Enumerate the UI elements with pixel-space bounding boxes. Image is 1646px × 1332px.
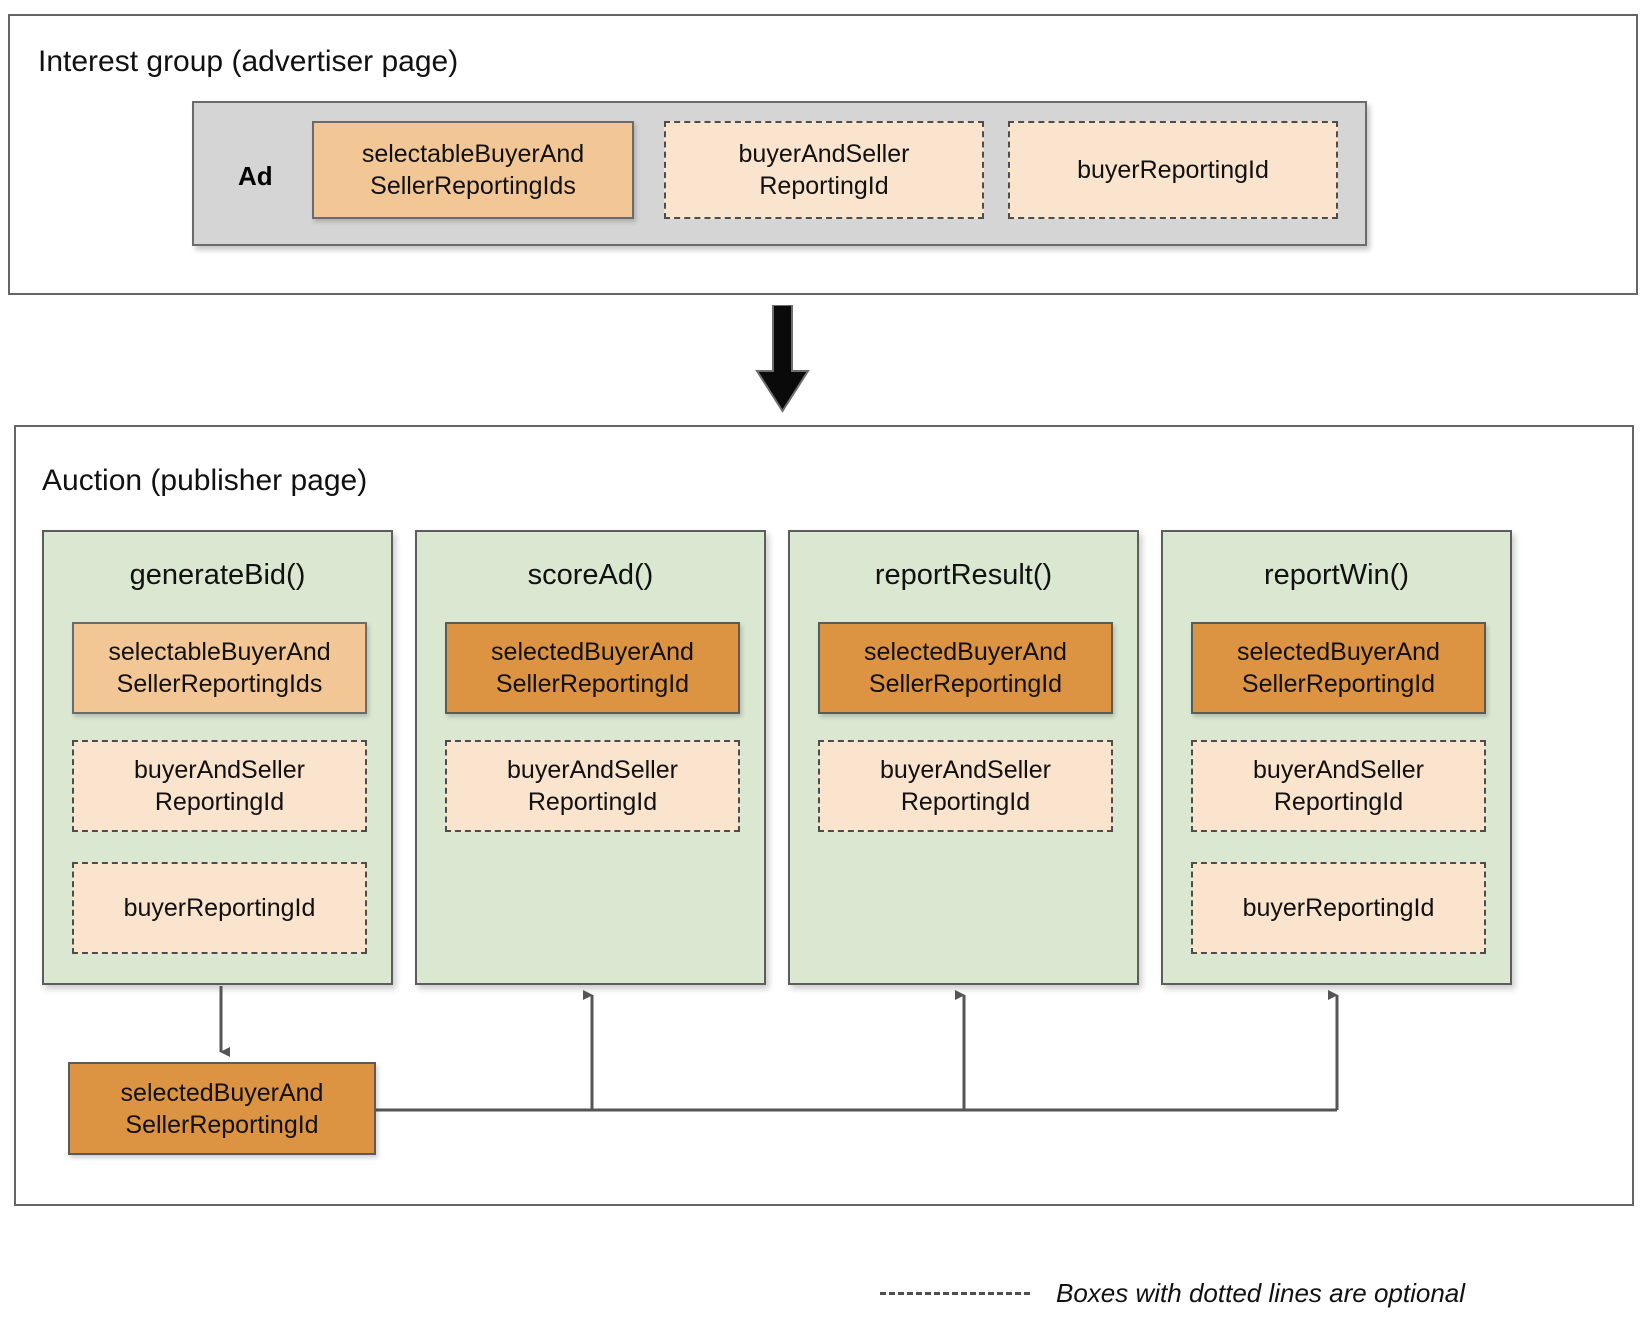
dashed-line-icon: [880, 1292, 1030, 1295]
function-column-generatebid: generateBid() selectableBuyerAnd SellerR…: [42, 530, 393, 985]
reportwin-chip-selected-buyer-and-seller-reporting-id: selectedBuyerAnd SellerReportingId: [1191, 622, 1486, 714]
auction-title: Auction (publisher page): [42, 464, 368, 497]
result-box-selected-buyer-and-seller-reporting-id: selectedBuyerAnd SellerReportingId: [68, 1062, 376, 1155]
reportresult-chip-buyer-and-seller-reporting-id: buyerAndSeller ReportingId: [818, 740, 1113, 832]
function-name-generatebid: generateBid(): [129, 559, 306, 591]
function-column-scoread: scoreAd() selectedBuyerAnd SellerReporti…: [415, 530, 766, 985]
function-column-reportresult: reportResult() selectedBuyerAnd SellerRe…: [788, 530, 1139, 985]
reportwin-chip-buyer-and-seller-reporting-id: buyerAndSeller ReportingId: [1191, 740, 1486, 832]
reportresult-chip-selected-buyer-and-seller-reporting-id: selectedBuyerAnd SellerReportingId: [818, 622, 1113, 714]
function-name-reportresult: reportResult(): [874, 559, 1053, 591]
generatebid-chip-buyer-and-seller-reporting-id: buyerAndSeller ReportingId: [72, 740, 367, 832]
reportwin-chip-buyer-reporting-id: buyerReportingId: [1191, 862, 1486, 954]
legend-text: Boxes with dotted lines are optional: [1056, 1278, 1466, 1308]
function-name-reportwin: reportWin(): [1263, 559, 1409, 591]
scoread-chip-buyer-and-seller-reporting-id: buyerAndSeller ReportingId: [445, 740, 740, 832]
ad-container: Ad selectableBuyerAnd SellerReportingIds…: [192, 101, 1367, 246]
function-name-scoread: scoreAd(): [527, 559, 654, 591]
generatebid-chip-selectable-buyer-and-seller-reporting-ids: selectableBuyerAnd SellerReportingIds: [72, 622, 367, 714]
ig-chip-selectable-buyer-and-seller-reporting-ids: selectableBuyerAnd SellerReportingIds: [312, 121, 634, 219]
interest-group-title: Interest group (advertiser page): [38, 45, 459, 78]
scoread-chip-selected-buyer-and-seller-reporting-id: selectedBuyerAnd SellerReportingId: [445, 622, 740, 714]
function-column-reportwin: reportWin() selectedBuyerAnd SellerRepor…: [1161, 530, 1512, 985]
generatebid-chip-buyer-reporting-id: buyerReportingId: [72, 862, 367, 954]
down-arrow-icon: [755, 305, 810, 413]
legend: Boxes with dotted lines are optional: [880, 1278, 1465, 1309]
ad-label: Ad: [238, 161, 273, 191]
ig-chip-buyer-reporting-id: buyerReportingId: [1008, 121, 1338, 219]
ig-chip-buyer-and-seller-reporting-id: buyerAndSeller ReportingId: [664, 121, 984, 219]
